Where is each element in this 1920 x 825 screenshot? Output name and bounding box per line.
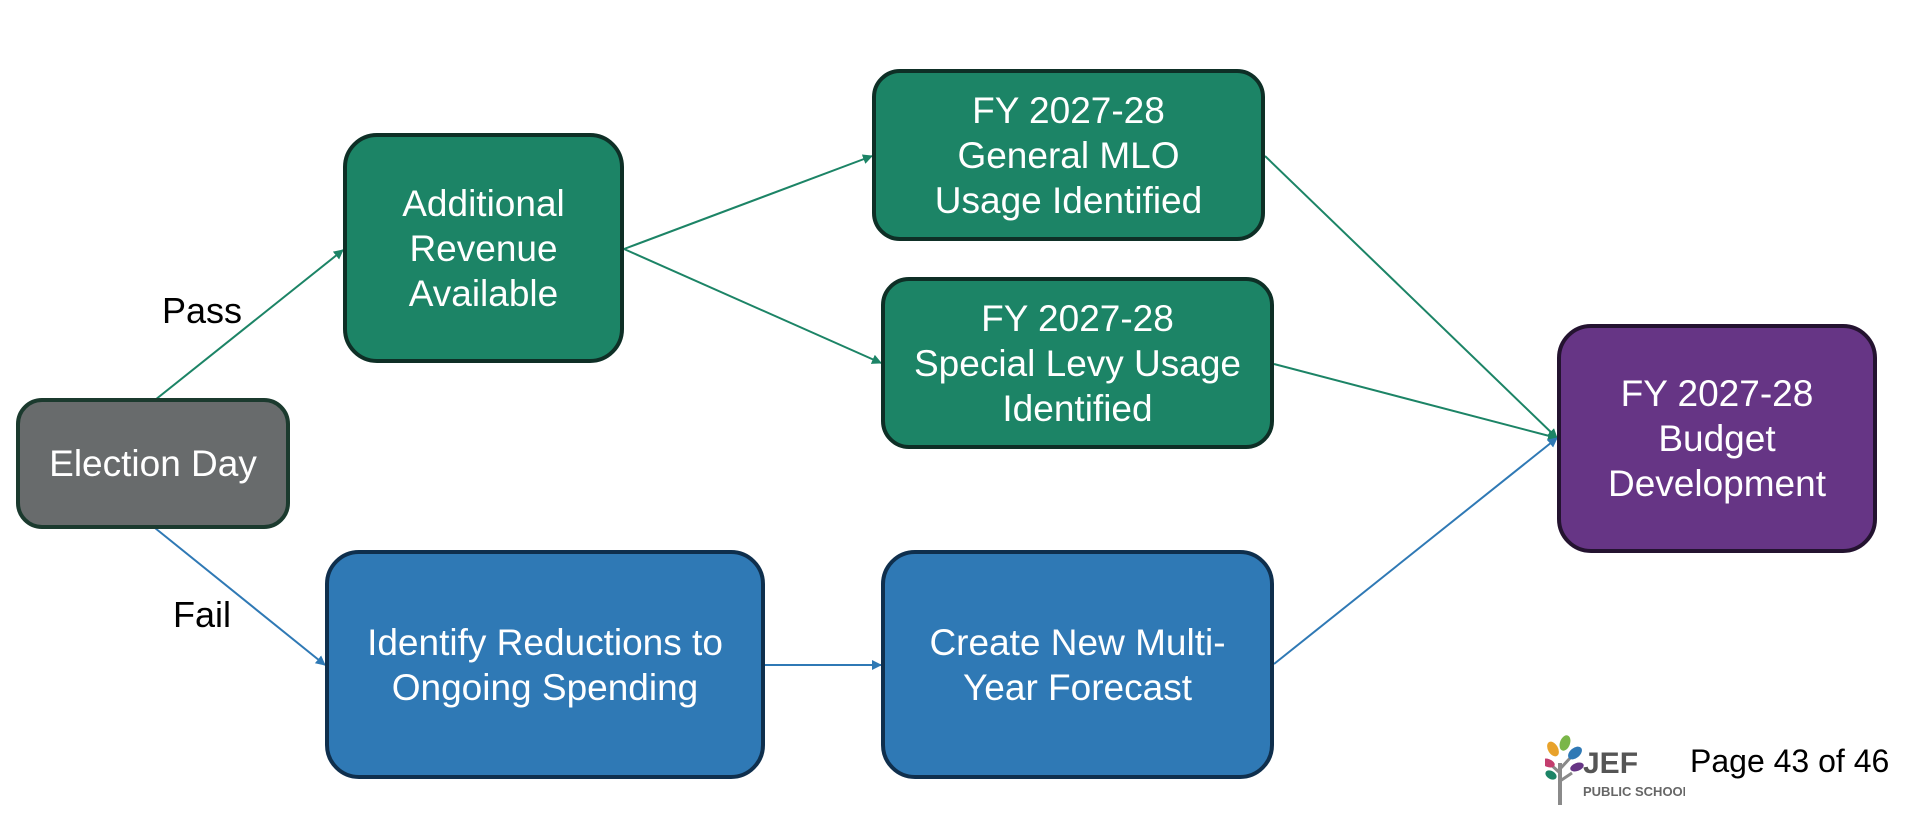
arrow-levy-to-budget: [1273, 363, 1558, 441]
node-label: Identify Reductions to Ongoing Spending: [367, 621, 723, 708]
node-label: FY 2027-28 Budget Development: [1607, 373, 1826, 504]
logo-subtitle: PUBLIC SCHOOLS: [1583, 784, 1685, 799]
tree-icon: [1545, 735, 1584, 805]
logo-word: JEF: [1583, 747, 1638, 780]
edge-label-fail: Fail: [173, 594, 232, 635]
arrow-revenue-to-mlo: [623, 154, 873, 250]
node-label: Create New Multi- Year Forecast: [929, 621, 1226, 708]
node-multi-year-forecast: Create New Multi- Year Forecast: [881, 550, 1274, 779]
jeffco-logo: JEF PUBLIC SCHOOLS: [1545, 735, 1685, 805]
node-general-mlo: FY 2027-28 General MLO Usage Identified: [872, 69, 1265, 241]
node-label: FY 2027-28 Special Levy Usage Identified: [913, 297, 1242, 429]
page-number: Page 43 of 46: [1690, 743, 1890, 779]
edge-label-pass: Pass: [162, 290, 243, 331]
arrow-election-to-reductions: [154, 527, 326, 666]
node-special-levy: FY 2027-28 Special Levy Usage Identified: [881, 277, 1274, 449]
node-additional-revenue: Additional Revenue Available: [343, 133, 624, 363]
arrow-revenue-to-levy: [623, 248, 882, 364]
node-budget-development: FY 2027-28 Budget Development: [1557, 324, 1877, 553]
node-label: Election Day: [49, 443, 257, 484]
node-election-day: Election Day: [16, 398, 290, 529]
node-label: FY 2027-28 General MLO Usage Identified: [934, 89, 1203, 221]
arrow-forecast-to-budget: [1273, 437, 1558, 665]
arrow-election-to-revenue: [154, 249, 344, 401]
node-identify-reductions: Identify Reductions to Ongoing Spending: [325, 550, 765, 779]
arrow-mlo-to-budget: [1264, 155, 1558, 439]
node-label: Additional Revenue Available: [402, 182, 565, 314]
